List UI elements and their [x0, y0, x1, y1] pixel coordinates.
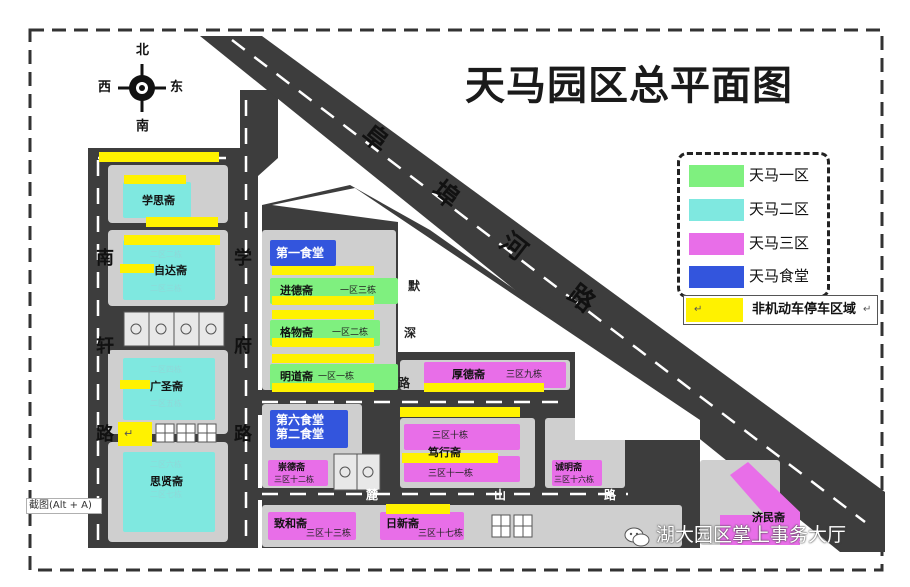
label-rixin-sub: 三区十七栋	[418, 529, 464, 539]
building-sixian: 思贤斋	[150, 475, 183, 488]
parking-legend: ↵ 非机动车停车区域 ↵	[683, 295, 878, 325]
parking-strips	[99, 152, 544, 514]
road-label-lushan-2: 山	[494, 488, 507, 502]
legend-label-zone2: 天马二区	[749, 200, 810, 218]
road-label-xuefu-1: 学	[234, 248, 252, 269]
parking-legend-label: 非机动车停车区域	[752, 302, 857, 317]
label-sanqu-11: 三区十一栋	[428, 469, 474, 479]
building-xuesi: 学思斋	[142, 194, 175, 207]
label-chengming-sub: 三区十六栋	[554, 475, 594, 484]
watermark-text: 湖大园区掌上事务大厅	[656, 524, 847, 546]
building-canteen-1: 第一食堂	[276, 246, 325, 260]
sports-courts	[123, 311, 381, 491]
wechat-icon	[624, 527, 650, 547]
building-jimin: 济民斋	[752, 511, 785, 524]
building-houde: 厚德斋	[452, 368, 485, 381]
building-zida: 自达斋	[154, 264, 187, 277]
road-label-nanxuan-3: 路	[96, 424, 114, 445]
parking-legend-glyph: ↵	[863, 304, 872, 315]
return-glyph: ↵	[124, 427, 134, 440]
road-label-nanxuan-1: 南	[96, 248, 114, 269]
compass-south: 南	[136, 119, 150, 134]
screenshot-tooltip: 截图(Alt + A)	[26, 498, 102, 514]
building-zhihe: 致和斋	[274, 517, 307, 530]
label-sixian-top: 二区六栋	[150, 460, 182, 469]
legend: 天马一区 天马二区 天马三区 天马食堂	[677, 152, 830, 298]
legend-label-zone1: 天马一区	[749, 166, 810, 184]
building-gewu: 格物斋	[280, 326, 313, 339]
road-label-moshen-1: 默	[408, 279, 421, 293]
parking-swatch-glyph: ↵	[694, 304, 703, 315]
road-label-lushan-1: 麓	[366, 488, 379, 502]
legend-label-canteen: 天马食堂	[749, 267, 810, 285]
map-border	[28, 28, 884, 572]
building-chengming: 诚明斋	[555, 463, 583, 473]
label-sanqu-10: 三区十栋	[432, 431, 469, 441]
label-jinde-sub: 一区三栋	[340, 286, 377, 296]
label-guang-bot: 二区五栋	[150, 399, 182, 408]
compass-east: 东	[170, 80, 184, 95]
label-zhihe-sub: 三区十三栋	[306, 529, 352, 539]
legend-swatch-canteen	[689, 266, 744, 288]
legend-swatch-zone3	[689, 233, 744, 255]
building-canteen-2: 第二食堂	[276, 427, 325, 441]
canteen-buildings	[270, 240, 348, 448]
building-jinde: 进德斋	[280, 284, 313, 297]
compass-icon	[118, 64, 166, 112]
road-label-lushan-3: 路	[604, 488, 617, 502]
legend-swatch-zone1	[689, 165, 744, 187]
parking-swatch: ↵	[686, 298, 743, 322]
compass-west: 西	[98, 80, 112, 95]
label-gewu-sub: 一区二栋	[332, 328, 369, 338]
road-label-xuefu-3: 路	[234, 424, 252, 445]
label-sixian-bot: 二区七栋	[150, 490, 182, 499]
map-title: 天马园区总平面图	[465, 63, 793, 109]
label-zida-top: 二区二栋	[150, 250, 182, 259]
compass-north: 北	[136, 43, 150, 58]
building-chongde: 崇德斋	[278, 463, 306, 473]
building-guangsheng: 广圣斋	[150, 380, 183, 393]
building-duxing: 笃行斋	[428, 446, 461, 459]
building-mingdao: 明道斋	[280, 370, 313, 383]
facility-icons	[155, 423, 533, 538]
road-label-moshen-2: 深	[404, 326, 417, 340]
legend-label-zone3: 天马三区	[749, 234, 810, 252]
open-space	[272, 188, 700, 440]
building-canteen-6: 第六食堂	[276, 413, 325, 427]
road-label-nanxuan-2: 轩	[96, 336, 114, 357]
label-chongde-sub: 三区十二栋	[274, 475, 314, 484]
road-label-moshen-3: 路	[398, 376, 411, 390]
label-guang-top: 二区四栋	[150, 365, 182, 374]
zone2-buildings	[123, 182, 215, 532]
label-mingdao-sub: 一区一栋	[318, 372, 355, 382]
building-rixin: 日新斋	[386, 517, 419, 530]
label-houde-sub: 三区九栋	[506, 370, 543, 380]
label-zida-bot: 二区三栋	[150, 284, 182, 293]
road-label-xuefu-2: 府	[234, 336, 252, 357]
legend-swatch-zone2	[689, 199, 744, 221]
